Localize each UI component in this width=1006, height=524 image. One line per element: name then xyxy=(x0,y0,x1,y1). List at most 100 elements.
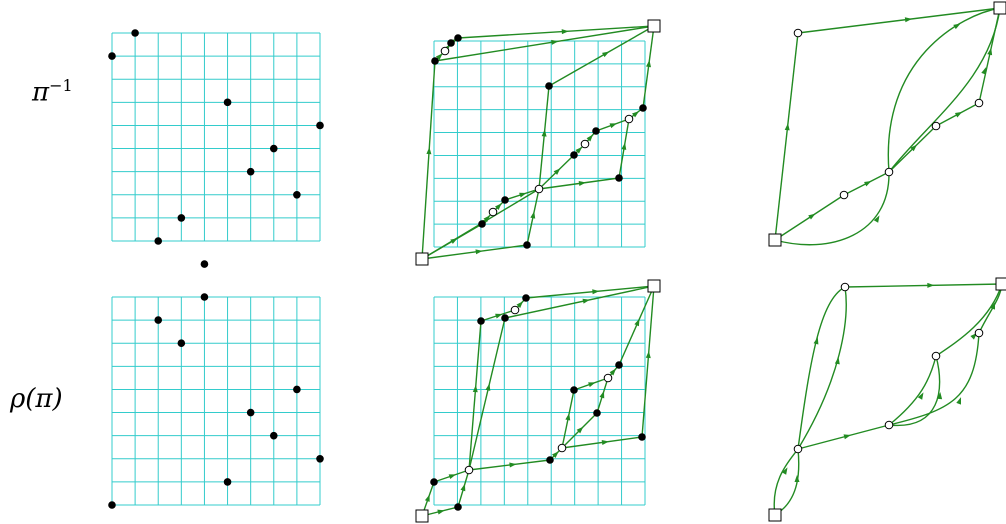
black-node xyxy=(454,503,462,511)
edge-arrow xyxy=(553,168,561,175)
black-node xyxy=(615,174,623,182)
graph-edge xyxy=(421,60,436,260)
black-node xyxy=(501,314,509,322)
black-node xyxy=(477,317,485,325)
black-node xyxy=(447,39,455,47)
black-node xyxy=(430,478,438,486)
white-node xyxy=(624,114,634,124)
permutation-point xyxy=(200,260,209,268)
white-node xyxy=(464,465,474,475)
terminal-square xyxy=(647,279,661,293)
edge-arrow xyxy=(864,180,872,187)
edge-arrow xyxy=(426,147,432,155)
edge-arrow xyxy=(634,318,640,327)
edge-arrow xyxy=(609,123,617,129)
graph-edge xyxy=(468,320,482,471)
graph-curve xyxy=(888,355,941,427)
graph-edge xyxy=(538,85,550,190)
terminal-square xyxy=(995,277,1006,291)
permutation-point xyxy=(108,52,116,60)
edge-arrow xyxy=(483,215,491,223)
edge-arrow xyxy=(561,29,569,35)
permutation-point xyxy=(293,385,301,394)
edge-arrow xyxy=(472,385,478,393)
grid-layer xyxy=(111,32,646,506)
graph-edge xyxy=(618,285,655,366)
graph-edge xyxy=(642,25,655,109)
white-node xyxy=(931,121,941,131)
white-node xyxy=(839,190,849,200)
edge-arrow xyxy=(565,413,571,421)
terminal-square xyxy=(415,252,429,266)
black-node xyxy=(546,456,554,464)
permutation-point xyxy=(131,29,139,37)
graph-edge xyxy=(468,459,551,471)
edge-arrow xyxy=(956,397,962,405)
permutation-point xyxy=(269,144,278,153)
black-node xyxy=(592,127,600,135)
edge-arrow xyxy=(937,392,943,400)
edge-arrow xyxy=(927,282,935,288)
edge-arrow xyxy=(808,213,816,220)
edge-arrow xyxy=(516,301,524,309)
edge-arrow xyxy=(781,467,788,475)
row2-label-main: ρ(π) xyxy=(10,384,63,414)
black-node xyxy=(523,241,531,249)
white-node xyxy=(488,207,498,217)
black-node xyxy=(501,196,509,204)
edge-arrow xyxy=(424,494,430,502)
black-node xyxy=(545,82,553,90)
edge-arrow xyxy=(586,134,593,142)
graph-edge xyxy=(797,7,1001,34)
white-node xyxy=(840,282,850,292)
graph-edge xyxy=(797,424,890,450)
edge-arrow xyxy=(609,368,616,376)
terminal-square xyxy=(768,233,782,247)
permutation-point xyxy=(223,478,232,486)
graph-edge xyxy=(468,317,506,471)
edge-arrow xyxy=(509,462,517,468)
edge-arrow xyxy=(552,451,559,458)
white-node xyxy=(440,46,450,56)
white-node xyxy=(580,139,590,149)
graph-curve xyxy=(935,283,1003,357)
edge-arrow xyxy=(601,440,609,445)
terminal-square xyxy=(415,509,429,523)
white-node xyxy=(974,98,984,108)
row1-label-superscript: −1 xyxy=(49,76,73,95)
black-node xyxy=(431,57,439,65)
white-node xyxy=(534,184,544,194)
graph-edge xyxy=(774,32,799,241)
permutation-point xyxy=(246,408,255,417)
graph-edge xyxy=(774,194,845,241)
permutation-point xyxy=(108,501,116,509)
graph-edge xyxy=(504,285,655,319)
graph-edge xyxy=(434,25,655,62)
terminal-square xyxy=(647,19,661,33)
permutation-point xyxy=(223,98,232,107)
white-node xyxy=(510,305,520,315)
black-node xyxy=(570,151,578,159)
permutation-point xyxy=(293,190,301,199)
graph-curve xyxy=(888,332,980,426)
graph-edge xyxy=(561,436,643,449)
edge-arrow xyxy=(621,142,627,150)
edge-arrow xyxy=(646,59,651,68)
edge-arrow xyxy=(495,203,502,210)
row1-label-main: π xyxy=(32,77,50,108)
graph-edge xyxy=(421,244,528,260)
black-node xyxy=(570,386,578,394)
graph-curve xyxy=(888,7,1001,173)
row1-label: π−1 xyxy=(32,76,73,108)
graph-edge xyxy=(525,285,655,299)
graph-curve xyxy=(888,355,937,426)
edge-arrow xyxy=(592,289,600,295)
row2-label: ρ(π) xyxy=(10,384,63,414)
permutation-point xyxy=(154,316,163,324)
white-node xyxy=(557,443,567,453)
edge-arrow xyxy=(873,215,880,223)
edge-arrow xyxy=(530,211,536,219)
white-node xyxy=(931,351,941,361)
black-node xyxy=(639,104,647,112)
black-node xyxy=(478,220,486,228)
